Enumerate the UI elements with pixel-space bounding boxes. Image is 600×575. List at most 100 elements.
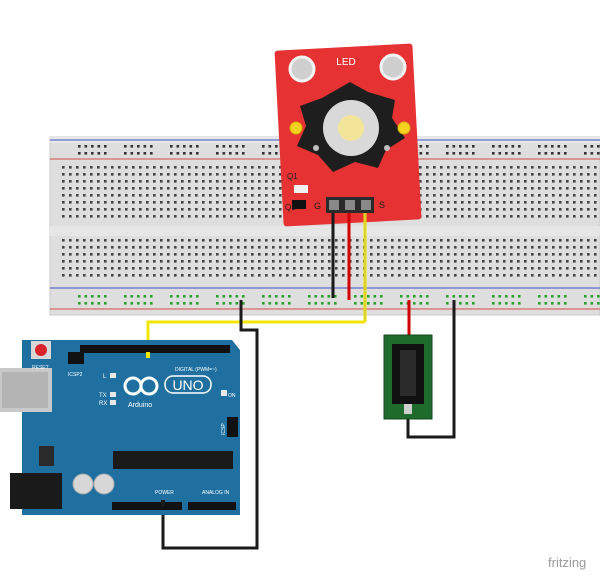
breadboard-hole: [426, 180, 429, 183]
breadboard-hole: [174, 187, 177, 190]
breadboard-hole: [104, 253, 107, 256]
breadboard-hole: [482, 215, 485, 218]
breadboard-hole: [384, 253, 387, 256]
breadboard-hole: [580, 166, 583, 169]
breadboard-hole: [69, 194, 72, 197]
breadboard-hole: [76, 260, 79, 263]
breadboard-hole: [237, 194, 240, 197]
breadboard-hole: [461, 260, 464, 263]
breadboard-hole: [380, 302, 383, 305]
breadboard-hole: [492, 145, 495, 148]
breadboard-hole: [454, 166, 457, 169]
breadboard-hole: [251, 260, 254, 263]
breadboard-hole: [580, 267, 583, 270]
breadboard-hole: [489, 260, 492, 263]
breadboard-hole: [307, 260, 310, 263]
breadboard-hole: [279, 208, 282, 211]
breadboard-hole: [97, 302, 101, 305]
breadboard-hole: [104, 295, 107, 298]
digital-header: [80, 345, 230, 353]
voltage-regulator: [39, 446, 54, 466]
breadboard-hole: [426, 194, 429, 197]
breadboard-hole: [275, 152, 278, 155]
breadboard-hole: [125, 274, 128, 277]
breadboard-hole: [566, 166, 569, 169]
breadboard-hole: [472, 302, 475, 305]
breadboard-hole: [268, 295, 272, 298]
breadboard-hole: [111, 180, 114, 183]
breadboard-hole: [62, 208, 65, 211]
breadboard-hole: [587, 201, 590, 204]
breadboard-hole: [538, 274, 541, 277]
breadboard-hole: [419, 267, 422, 270]
breadboard-hole: [426, 267, 429, 270]
breadboard-hole: [377, 267, 380, 270]
breadboard-hole: [216, 274, 219, 277]
breadboard-hole: [517, 253, 520, 256]
on-label: ON: [228, 393, 236, 399]
power-header: [112, 502, 182, 510]
breadboard-hole: [580, 246, 583, 249]
breadboard-hole: [454, 274, 457, 277]
breadboard-hole: [104, 246, 107, 249]
breadboard-hole: [468, 166, 471, 169]
breadboard-hole: [573, 253, 576, 256]
breadboard-hole: [181, 267, 184, 270]
breadboard-hole: [69, 274, 72, 277]
breadboard-hole: [552, 180, 555, 183]
breadboard-hole: [475, 253, 478, 256]
breadboard-hole: [258, 253, 261, 256]
breadboard-hole: [244, 246, 247, 249]
breadboard-hole: [132, 246, 135, 249]
breadboard-hole: [531, 173, 534, 176]
breadboard-hole: [262, 145, 265, 148]
breadboard-hole: [229, 302, 232, 305]
breadboard-hole: [167, 201, 170, 204]
breadboard-hole: [552, 260, 555, 263]
breadboard-hole: [538, 187, 541, 190]
breadboard-hole: [132, 166, 135, 169]
breadboard-hole: [83, 246, 86, 249]
breadboard-hole: [545, 166, 548, 169]
breadboard-hole: [370, 274, 373, 277]
breadboard-hole: [84, 302, 88, 305]
breadboard-hole: [551, 295, 554, 298]
breadboard-hole: [551, 152, 554, 155]
breadboard-hole: [597, 152, 600, 155]
breadboard-hole: [181, 274, 184, 277]
arduino-logo: [123, 376, 159, 396]
breadboard-hole: [104, 239, 107, 242]
breadboard-hole: [566, 246, 569, 249]
breadboard-hole: [461, 187, 464, 190]
breadboard-hole: [590, 295, 594, 298]
breadboard-hole: [90, 187, 93, 190]
breadboard-hole: [465, 295, 469, 298]
breadboard-hole: [97, 253, 100, 256]
breadboard-hole: [412, 274, 415, 277]
breadboard-hole: [433, 173, 436, 176]
breadboard-hole: [454, 246, 457, 249]
breadboard-hole: [174, 246, 177, 249]
breadboard-hole: [174, 166, 177, 169]
breadboard-hole: [209, 194, 212, 197]
breadboard-hole: [419, 239, 422, 242]
breadboard-hole: [503, 239, 506, 242]
breadboard-hole: [272, 274, 275, 277]
breadboard-hole: [587, 166, 590, 169]
breadboard-hole: [391, 274, 394, 277]
breadboard-hole: [489, 173, 492, 176]
breadboard-hole: [545, 208, 548, 211]
breadboard-hole: [258, 274, 261, 277]
breadboard-hole: [216, 166, 219, 169]
breadboard-hole: [524, 201, 527, 204]
breadboard-hole: [498, 145, 502, 148]
breadboard-hole: [384, 246, 387, 249]
breadboard-hole: [468, 187, 471, 190]
breadboard-hole: [167, 260, 170, 263]
breadboard-hole: [272, 246, 275, 249]
breadboard-hole: [517, 208, 520, 211]
breadboard-hole: [531, 201, 534, 204]
breadboard-hole: [518, 152, 521, 155]
breadboard-hole: [209, 215, 212, 218]
breadboard-hole: [419, 194, 422, 197]
